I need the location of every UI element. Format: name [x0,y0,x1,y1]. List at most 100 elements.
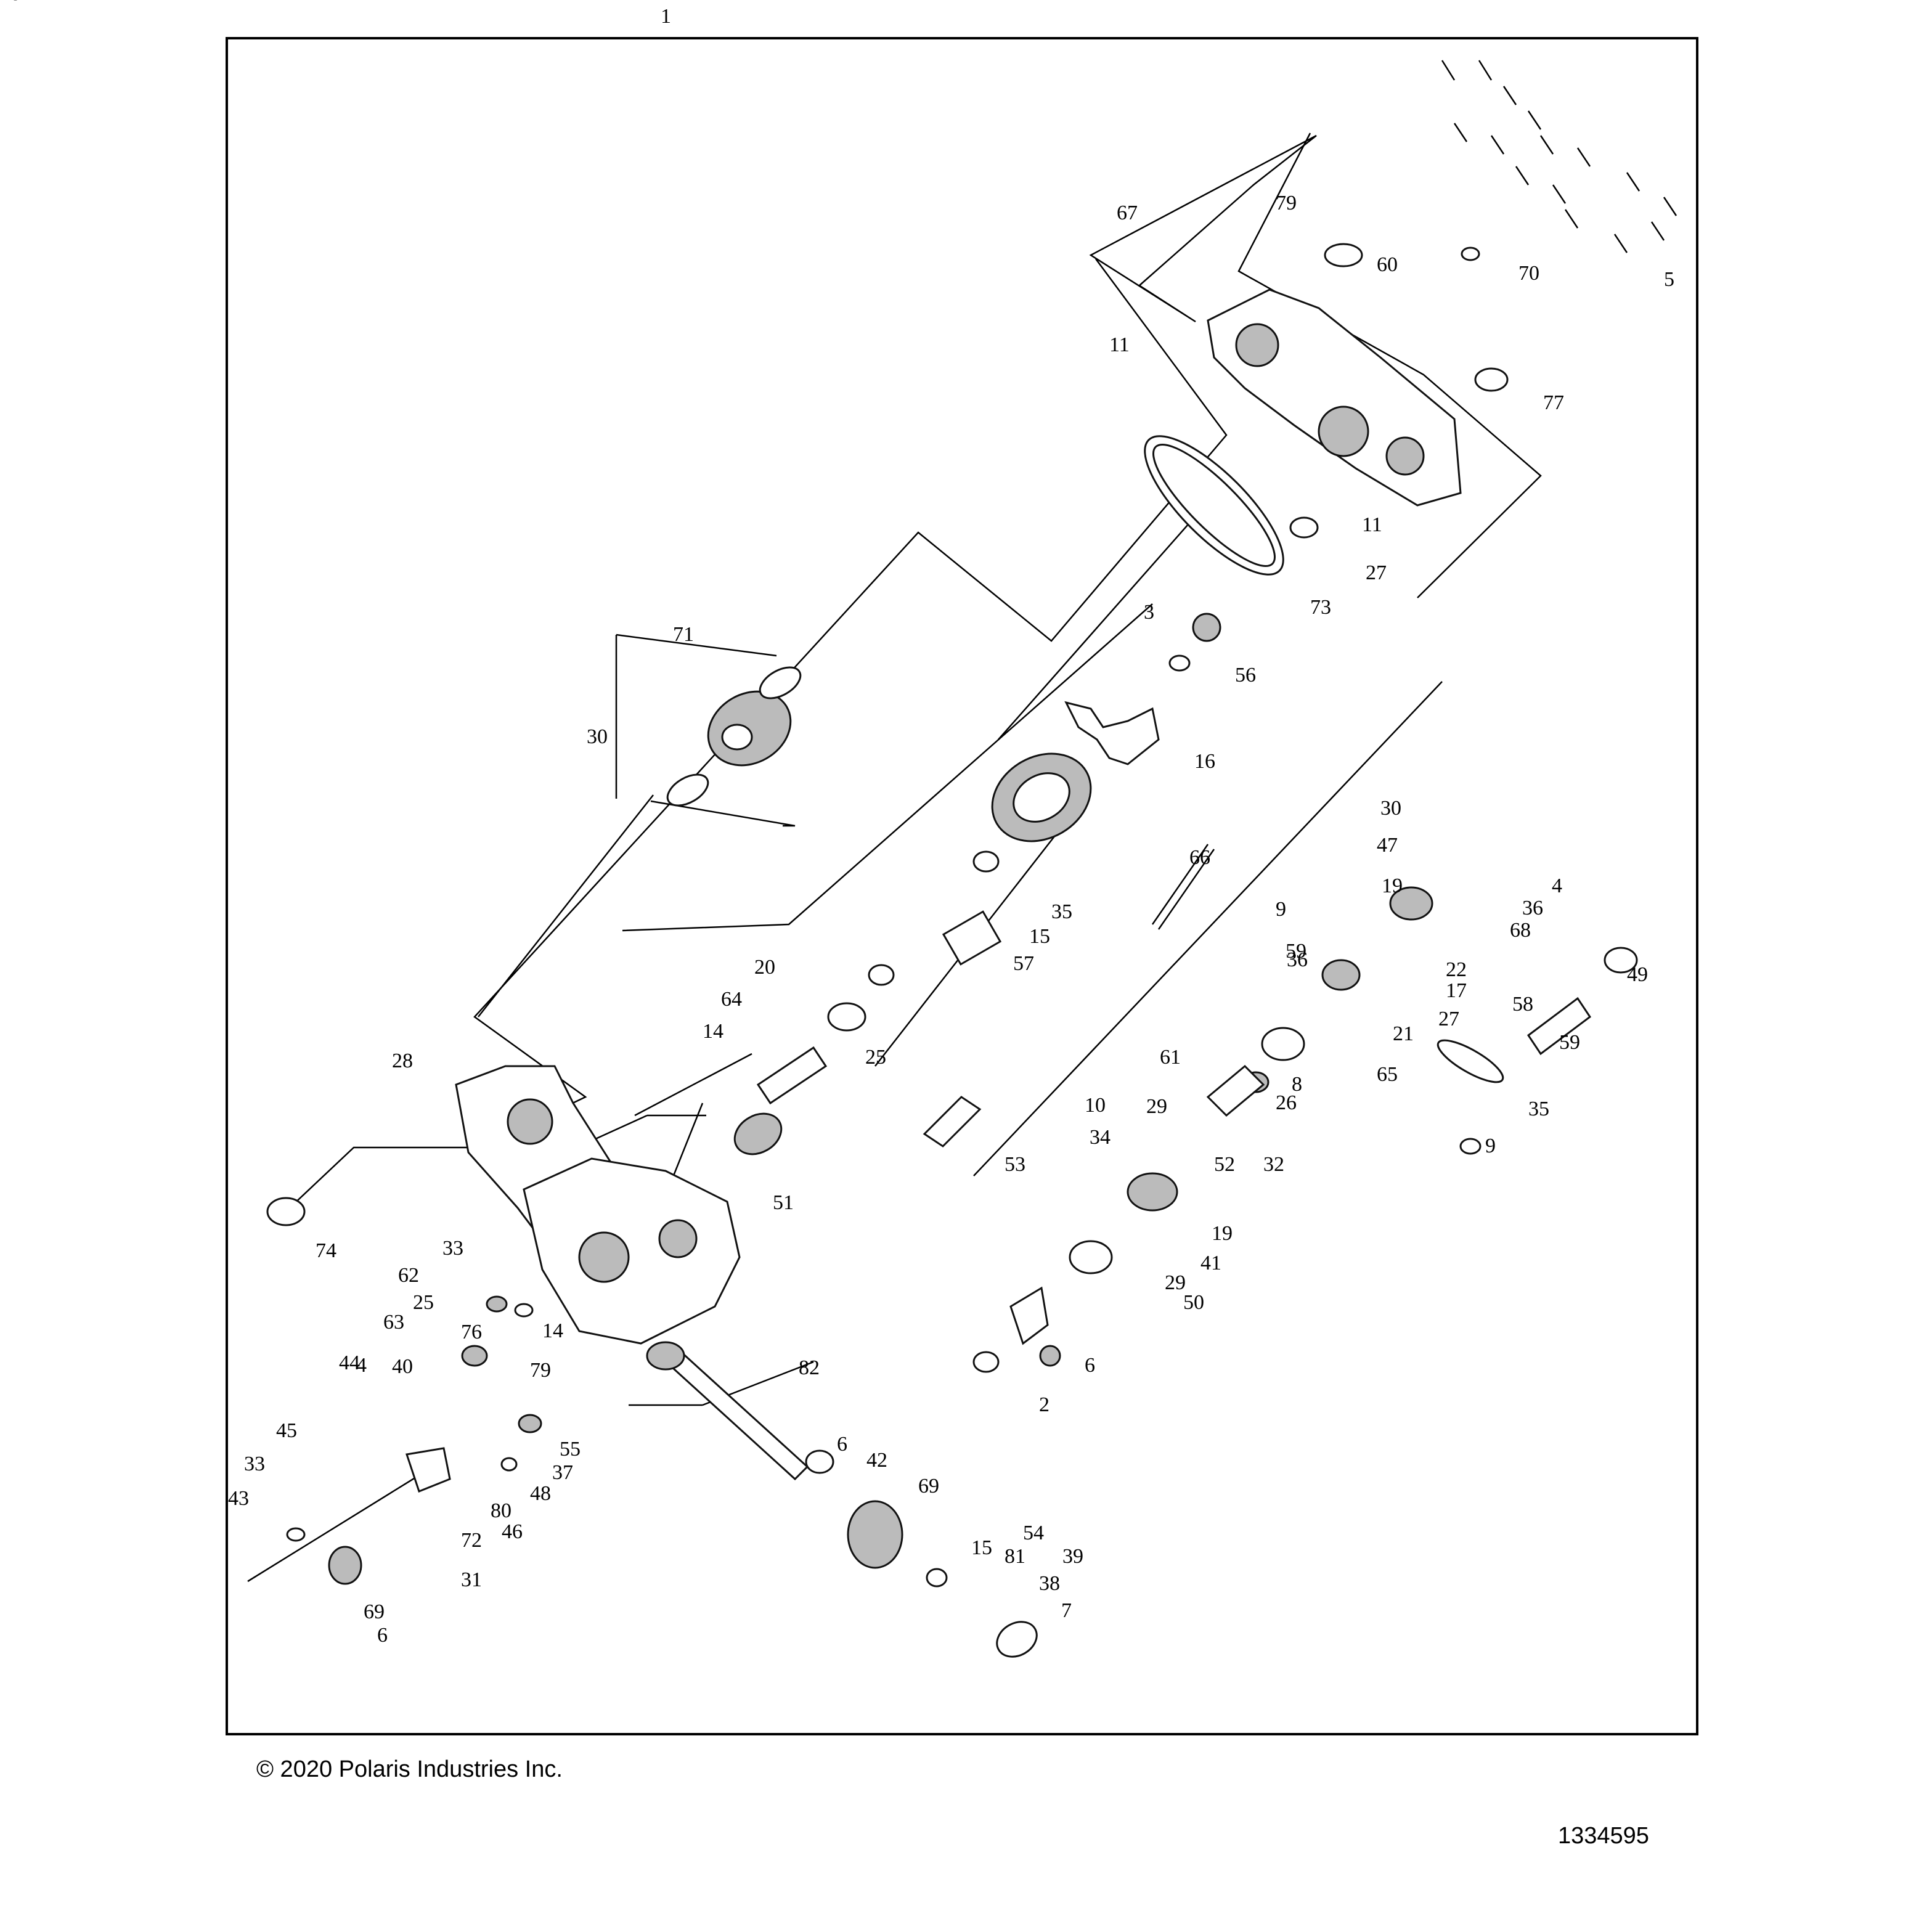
callout-15: 15 [1029,925,1050,948]
callout-60: 60 [1377,253,1398,276]
callout-39: 39 [1062,1545,1083,1568]
callout-12: 12 [0,0,21,5]
callout-49: 49 [1627,963,1648,986]
callout-54: 54 [1023,1522,1044,1544]
callout-28: 28 [0,0,21,5]
callout-55: 55 [560,1438,581,1461]
callout-40: 40 [392,1355,413,1378]
callout-6: 6 [377,1624,388,1647]
callout-44: 44 [339,1351,360,1374]
callout-14: 14 [542,1319,563,1342]
callout-26: 26 [1276,1091,1297,1114]
callout-9: 9 [1276,898,1286,921]
callout-59: 59 [1286,940,1306,963]
callout-19: 19 [1212,1222,1233,1245]
callout-3: 3 [1144,601,1154,624]
callout-82: 82 [799,1356,820,1379]
callout-47: 47 [1377,834,1398,857]
callout-48: 48 [530,1482,551,1505]
callout-72: 72 [461,1529,482,1552]
callout-78: 78 [0,0,21,5]
callout-4: 4 [1552,874,1562,897]
callout-19: 19 [1382,874,1403,897]
callout-20: 20 [754,956,775,979]
group-lines [247,132,1542,1583]
callout-59: 59 [1559,1031,1580,1054]
callout-5: 5 [1664,268,1674,291]
callout-27: 27 [1438,1008,1459,1030]
callout-14: 14 [703,1020,723,1043]
callout-10: 10 [1085,1094,1106,1117]
callout-79: 79 [530,1359,551,1382]
callout-68: 68 [1510,919,1531,942]
callout-69: 69 [918,1475,939,1498]
callout-6: 6 [837,1433,847,1456]
callout-15: 15 [971,1536,992,1559]
callout-4: 4 [356,1354,367,1377]
callout-29: 29 [1165,1271,1186,1294]
callout-77: 77 [1543,391,1564,414]
callout-80: 80 [491,1499,512,1522]
callout-61: 61 [1160,1046,1181,1069]
callout-30: 30 [1380,797,1401,820]
drawing-id: 1334595 [1558,1823,1649,1849]
callout-24: 24 [0,0,21,5]
callout-57: 57 [1013,952,1034,975]
callout-2: 2 [1039,1393,1050,1416]
callout-42: 42 [866,1449,887,1472]
callout-35: 35 [1051,900,1072,923]
callout-35: 35 [1528,1098,1549,1120]
callout-67: 67 [1117,202,1138,224]
callout-17: 17 [1446,979,1467,1002]
callout-74: 74 [316,1239,336,1262]
callout-52: 52 [1214,1153,1235,1176]
callout-16: 16 [1194,750,1215,773]
callout-22: 22 [1446,958,1467,981]
callout-25: 25 [865,1046,886,1069]
callout-11: 11 [1109,333,1130,356]
callout-6: 6 [1085,1354,1095,1377]
assembly-number: 1 [661,5,671,28]
callout-50: 50 [1183,1291,1204,1314]
parts [266,60,1677,1658]
callout-31: 31 [461,1568,482,1591]
callout-23: 23 [0,0,21,5]
callout-25: 25 [413,1291,434,1314]
callout-36: 36 [1287,948,1308,971]
callout-18: 18 [0,0,21,5]
callout-30: 30 [587,725,608,748]
callout-56: 56 [1235,664,1256,687]
callout-43: 43 [228,1487,249,1510]
callout-8: 8 [1292,1073,1302,1096]
callout-28: 28 [392,1050,413,1072]
callout-81: 81 [1005,1545,1025,1568]
callout-71: 71 [673,623,694,646]
callout-34: 34 [1090,1126,1111,1149]
callout-21: 21 [1393,1022,1414,1045]
callout-53: 53 [1005,1153,1025,1176]
callout-45: 45 [276,1419,297,1442]
diagram-frame [226,37,1698,1735]
callout-36: 36 [1522,897,1543,919]
callout-41: 41 [1200,1252,1221,1274]
copyright-notice: © 2020 Polaris Industries Inc. [256,1756,563,1782]
callout-37: 37 [552,1461,573,1484]
callout-79: 79 [1276,192,1297,214]
callout-9: 9 [1485,1135,1496,1157]
callout-27: 27 [1366,561,1387,584]
callout-7: 7 [1061,1599,1072,1622]
callout-75: 75 [0,0,21,5]
callout-29: 29 [1146,1095,1167,1118]
callout-63: 63 [383,1311,404,1334]
callout-58: 58 [1512,993,1533,1016]
callout-64: 64 [721,988,742,1011]
callout-38: 38 [1039,1572,1060,1595]
callout-13: 13 [0,0,21,5]
callout-11: 11 [1362,513,1382,536]
callout-70: 70 [1518,262,1539,285]
callout-51: 51 [773,1191,794,1214]
callout-69: 69 [364,1600,385,1623]
